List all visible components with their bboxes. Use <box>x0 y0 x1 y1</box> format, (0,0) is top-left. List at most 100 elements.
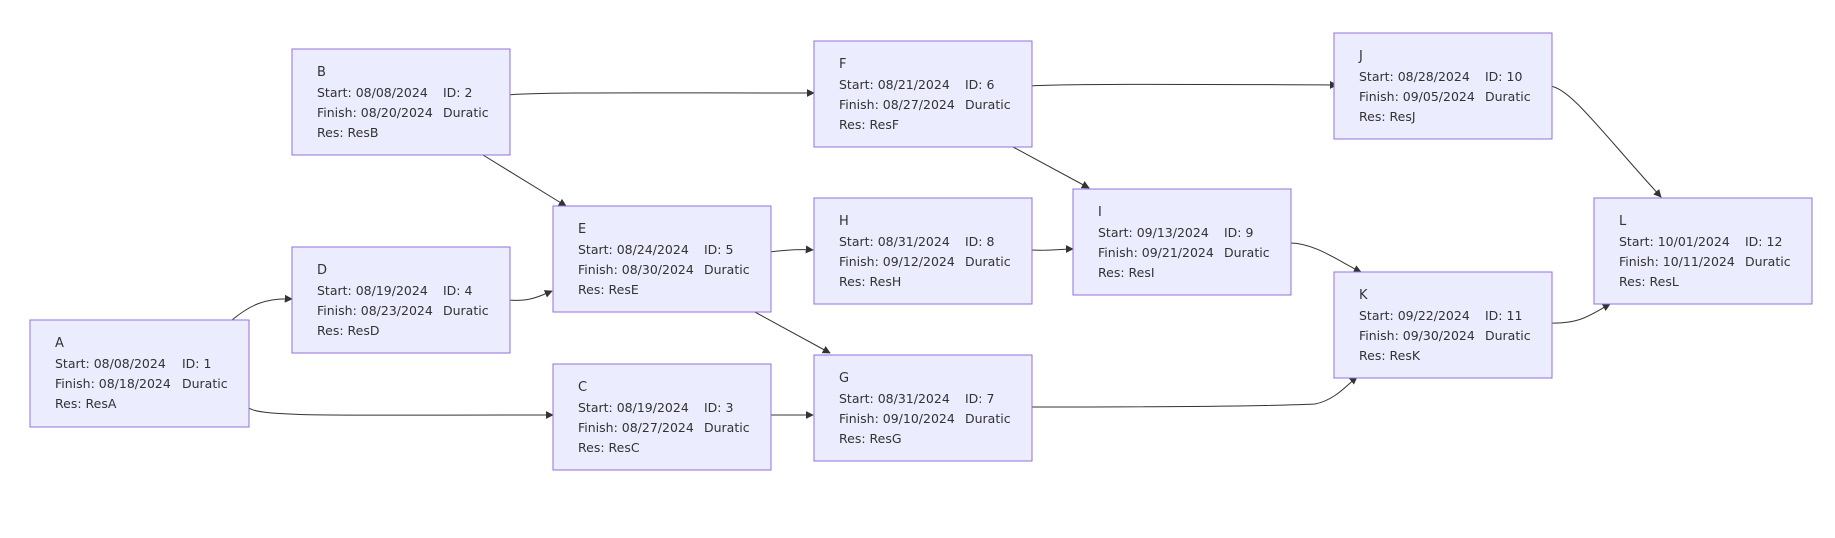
node-finish: Finish: 09/21/2024 <box>1098 245 1214 260</box>
node-e-box <box>552 205 772 313</box>
node-duration: Duratic <box>704 262 750 277</box>
node-res: Res: ResJ <box>1359 109 1416 124</box>
edge-f-to-i <box>1012 146 1090 189</box>
node-res: Res: ResI <box>1098 265 1155 280</box>
node-start: Start: 09/22/2024 <box>1359 308 1470 323</box>
node-i-box <box>1072 188 1292 296</box>
node-duration: Duratic <box>443 303 489 318</box>
node-duration: Duratic <box>965 411 1011 426</box>
node-finish: Finish: 08/23/2024 <box>317 303 433 318</box>
node-f[interactable]: F Start: 08/21/2024 ID: 6 Finish: 08/27/… <box>813 40 1033 148</box>
node-duration: Duratic <box>1224 245 1270 260</box>
node-res: Res: ResF <box>839 117 899 132</box>
node-title: J <box>1358 49 1363 64</box>
node-title: K <box>1359 288 1368 303</box>
node-start: Start: 08/31/2024 <box>839 391 950 406</box>
node-finish: Finish: 08/18/2024 <box>55 376 171 391</box>
node-finish: Finish: 08/27/2024 <box>839 97 955 112</box>
node-id: ID: 11 <box>1485 308 1522 323</box>
node-id: ID: 3 <box>704 400 733 415</box>
edge-b-to-f <box>507 88 815 97</box>
node-finish: Finish: 09/12/2024 <box>839 254 955 269</box>
node-k-box <box>1333 271 1553 379</box>
node-res: Res: ResA <box>55 396 117 411</box>
node-g-box <box>813 354 1033 462</box>
node-g[interactable]: G Start: 08/31/2024 ID: 7 Finish: 09/10/… <box>813 354 1033 462</box>
edge-k-to-l <box>1549 303 1611 324</box>
node-id: ID: 4 <box>443 283 472 298</box>
edge-f-to-j <box>1028 80 1338 89</box>
node-start: Start: 08/21/2024 <box>839 77 950 92</box>
node-finish: Finish: 08/30/2024 <box>578 262 694 277</box>
node-duration: Duratic <box>965 254 1011 269</box>
node-id: ID: 7 <box>965 391 994 406</box>
node-a-box <box>29 319 250 428</box>
node-id: ID: 1 <box>182 356 211 371</box>
node-d[interactable]: D Start: 08/19/2024 ID: 4 Finish: 08/23/… <box>291 246 511 354</box>
edge-j-to-l <box>1549 85 1662 198</box>
node-h[interactable]: H Start: 08/31/2024 ID: 8 Finish: 09/12/… <box>813 197 1033 305</box>
node-finish: Finish: 10/11/2024 <box>1619 254 1735 269</box>
node-e[interactable]: E Start: 08/24/2024 ID: 5 Finish: 08/30/… <box>552 205 772 313</box>
node-start: Start: 08/08/2024 <box>317 85 428 100</box>
node-duration: Duratic <box>1745 254 1791 269</box>
node-res: Res: ResC <box>578 440 640 455</box>
node-j-box <box>1333 32 1553 140</box>
node-j[interactable]: J Start: 08/28/2024 ID: 10 Finish: 09/05… <box>1333 32 1553 140</box>
node-duration: Duratic <box>443 105 489 120</box>
node-start: Start: 08/31/2024 <box>839 234 950 249</box>
node-id: ID: 6 <box>965 77 994 92</box>
edge-d-to-e <box>507 290 553 301</box>
node-start: Start: 08/19/2024 <box>317 283 428 298</box>
node-k[interactable]: K Start: 09/22/2024 ID: 11 Finish: 09/30… <box>1333 271 1553 379</box>
node-start: Start: 08/08/2024 <box>55 356 166 371</box>
node-res: Res: ResL <box>1619 274 1679 289</box>
node-id: ID: 10 <box>1485 69 1522 84</box>
node-id: ID: 2 <box>443 85 472 100</box>
node-title: H <box>839 214 849 229</box>
node-res: Res: ResH <box>839 274 901 289</box>
node-finish: Finish: 09/10/2024 <box>839 411 955 426</box>
node-start: Start: 08/28/2024 <box>1359 69 1470 84</box>
node-start: Start: 08/19/2024 <box>578 400 689 415</box>
node-h-box <box>813 197 1033 305</box>
edges-layer <box>231 80 1662 420</box>
node-res: Res: ResE <box>578 282 639 297</box>
node-finish: Finish: 08/27/2024 <box>578 420 694 435</box>
node-id: ID: 9 <box>1224 225 1253 240</box>
node-duration: Duratic <box>1485 89 1531 104</box>
node-l-box <box>1593 197 1813 305</box>
node-title: D <box>317 263 327 278</box>
node-i[interactable]: I Start: 09/13/2024 ID: 9 Finish: 09/21/… <box>1072 188 1292 296</box>
node-title: L <box>1619 214 1627 229</box>
edge-a-to-c <box>248 407 554 420</box>
node-start: Start: 09/13/2024 <box>1098 225 1209 240</box>
node-duration: Duratic <box>965 97 1011 112</box>
edge-a-to-d <box>231 294 293 321</box>
node-res: Res: ResK <box>1359 348 1421 363</box>
node-finish: Finish: 09/05/2024 <box>1359 89 1475 104</box>
node-res: Res: ResB <box>317 125 378 140</box>
node-title: C <box>578 380 587 395</box>
node-c-box <box>552 363 772 471</box>
node-duration: Duratic <box>1485 328 1531 343</box>
node-d-box <box>291 246 511 354</box>
node-l[interactable]: L Start: 10/01/2024 ID: 12 Finish: 10/11… <box>1593 197 1813 305</box>
node-duration: Duratic <box>182 376 228 391</box>
node-finish: Finish: 08/20/2024 <box>317 105 433 120</box>
node-title: G <box>839 371 849 386</box>
node-res: Res: ResG <box>839 431 902 446</box>
node-title: F <box>839 57 846 72</box>
edge-e-to-g <box>752 310 831 354</box>
node-a[interactable]: A Start: 08/08/2024 ID: 1 Finish: 08/18/… <box>29 319 250 428</box>
node-b[interactable]: B Start: 08/08/2024 ID: 2 Finish: 08/20/… <box>291 48 511 156</box>
node-duration: Duratic <box>704 420 750 435</box>
node-start: Start: 10/01/2024 <box>1619 234 1730 249</box>
edge-g-to-k <box>1029 376 1358 408</box>
node-id: ID: 5 <box>704 242 733 257</box>
node-f-box <box>813 40 1033 148</box>
node-start: Start: 08/24/2024 <box>578 242 689 257</box>
node-c[interactable]: C Start: 08/19/2024 ID: 3 Finish: 08/27/… <box>552 363 772 471</box>
node-id: ID: 8 <box>965 234 994 249</box>
